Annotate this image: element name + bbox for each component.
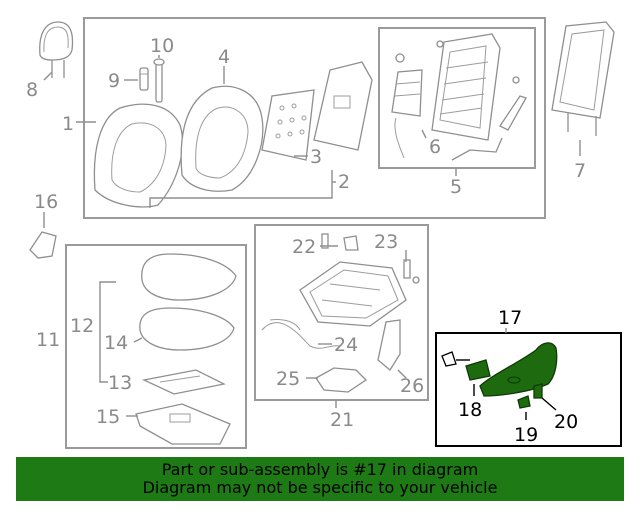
bolt-22	[321, 233, 359, 251]
callout-2: 2	[338, 171, 350, 193]
callout-20: 20	[554, 411, 578, 433]
callout-21: 21	[330, 409, 354, 431]
callout-17: 17	[498, 307, 522, 329]
bolt-17	[441, 351, 470, 367]
side-cover-part-17	[479, 342, 558, 397]
seat-back-frame	[431, 33, 501, 141]
callout-10: 10	[150, 35, 174, 57]
seat-back-rear-panel	[551, 21, 615, 136]
callout-19: 19	[514, 424, 538, 446]
callout-23: 23	[374, 231, 398, 253]
lumbar-support	[391, 69, 423, 159]
callout-12: 12	[70, 315, 94, 337]
callout-24: 24	[334, 334, 358, 356]
notice-line-1: Part or sub-assembly is #17 in diagram	[161, 460, 479, 479]
wiring-harness	[261, 319, 341, 349]
notice-banner: Part or sub-assembly is #17 in diagram D…	[16, 457, 624, 501]
callout-6: 6	[429, 136, 441, 158]
callout-11: 11	[36, 329, 60, 351]
seat-back-pad	[180, 85, 264, 192]
callout-5: 5	[450, 176, 462, 198]
cushion-pad	[139, 307, 235, 351]
track-group-box	[254, 224, 429, 401]
seat-back-board	[313, 61, 373, 151]
callout-7: 7	[574, 160, 586, 182]
knob-20	[533, 383, 543, 399]
highlighted-group-box	[435, 332, 622, 447]
cushion-cover	[141, 253, 237, 301]
callout-25: 25	[276, 368, 300, 390]
callout-22: 22	[292, 236, 316, 258]
switch-18	[465, 359, 491, 381]
callout-9: 9	[108, 70, 120, 92]
knob-19	[517, 395, 531, 409]
callout-8: 8	[26, 79, 38, 101]
callout-14: 14	[104, 332, 128, 354]
pin-10	[153, 58, 165, 103]
callout-16: 16	[34, 191, 58, 213]
clip-16	[29, 231, 57, 259]
motor-25	[315, 367, 368, 393]
seat-track-frame	[299, 261, 407, 327]
perforated-plate	[261, 89, 315, 161]
bolt-23	[403, 259, 420, 284]
seat-back-group-box	[83, 17, 546, 219]
callout-1: 1	[62, 113, 74, 135]
headrest	[39, 21, 74, 78]
cushion-bracket	[141, 369, 226, 395]
callout-3: 3	[310, 146, 322, 168]
callout-18: 18	[458, 399, 482, 421]
callout-15: 15	[96, 406, 120, 428]
callout-13: 13	[108, 372, 132, 394]
cushion-pan	[135, 403, 231, 445]
callout-4: 4	[218, 46, 230, 68]
seat-back-cover	[93, 103, 184, 208]
side-shield-26	[377, 319, 401, 371]
frame-group-box	[378, 27, 536, 169]
notice-line-2: Diagram may not be specific to your vehi…	[142, 478, 498, 497]
cushion-group-box	[65, 244, 247, 449]
bolt-9	[139, 67, 149, 91]
frame-rod	[451, 95, 527, 161]
callout-26: 26	[400, 375, 424, 397]
